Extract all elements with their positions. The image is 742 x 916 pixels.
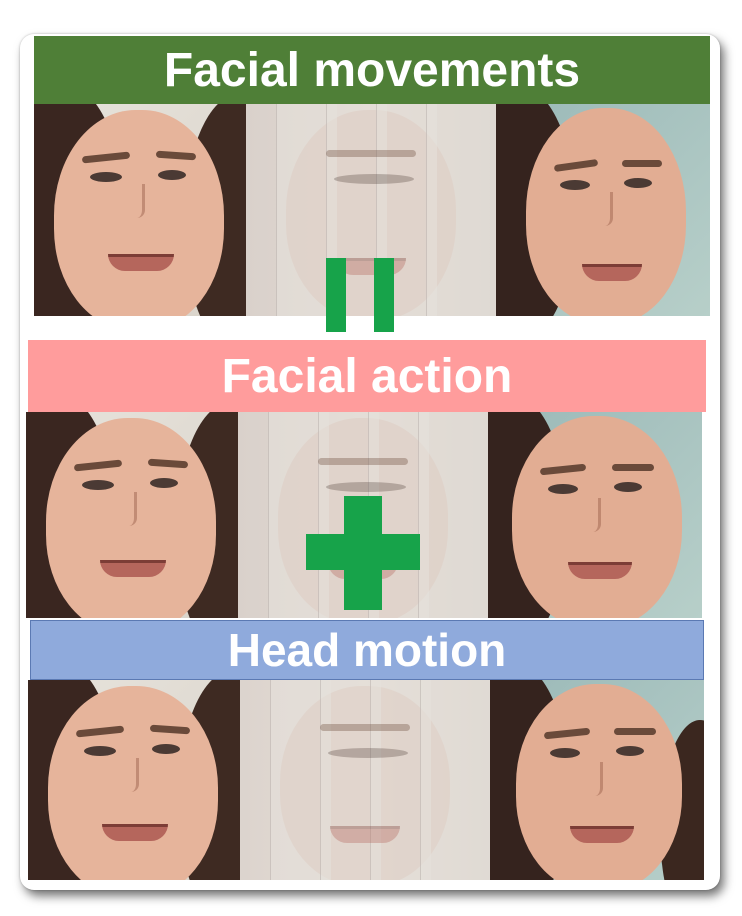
face-frame-first — [28, 680, 240, 880]
facial-action-label: Facial action — [221, 349, 513, 403]
face-frame-first — [26, 412, 238, 618]
face-frame-last — [496, 104, 710, 316]
face-frame-first — [34, 104, 246, 316]
face-frame-last — [488, 412, 702, 618]
facial-movements-label: Facial movements — [163, 43, 581, 97]
head-motion-banner: Head motion — [30, 620, 704, 680]
face-frame-overlay — [240, 680, 490, 880]
head-motion-label: Head motion — [227, 624, 507, 676]
facial-action-banner: Facial action — [28, 340, 706, 412]
facial-movements-banner: Facial movements — [34, 36, 710, 104]
face-frame-overlay — [246, 104, 496, 316]
facial-movements-strip — [34, 104, 710, 316]
diagram-card: Facial movements — [20, 34, 720, 890]
face-frame-last — [490, 680, 704, 880]
head-motion-strip — [28, 680, 704, 880]
